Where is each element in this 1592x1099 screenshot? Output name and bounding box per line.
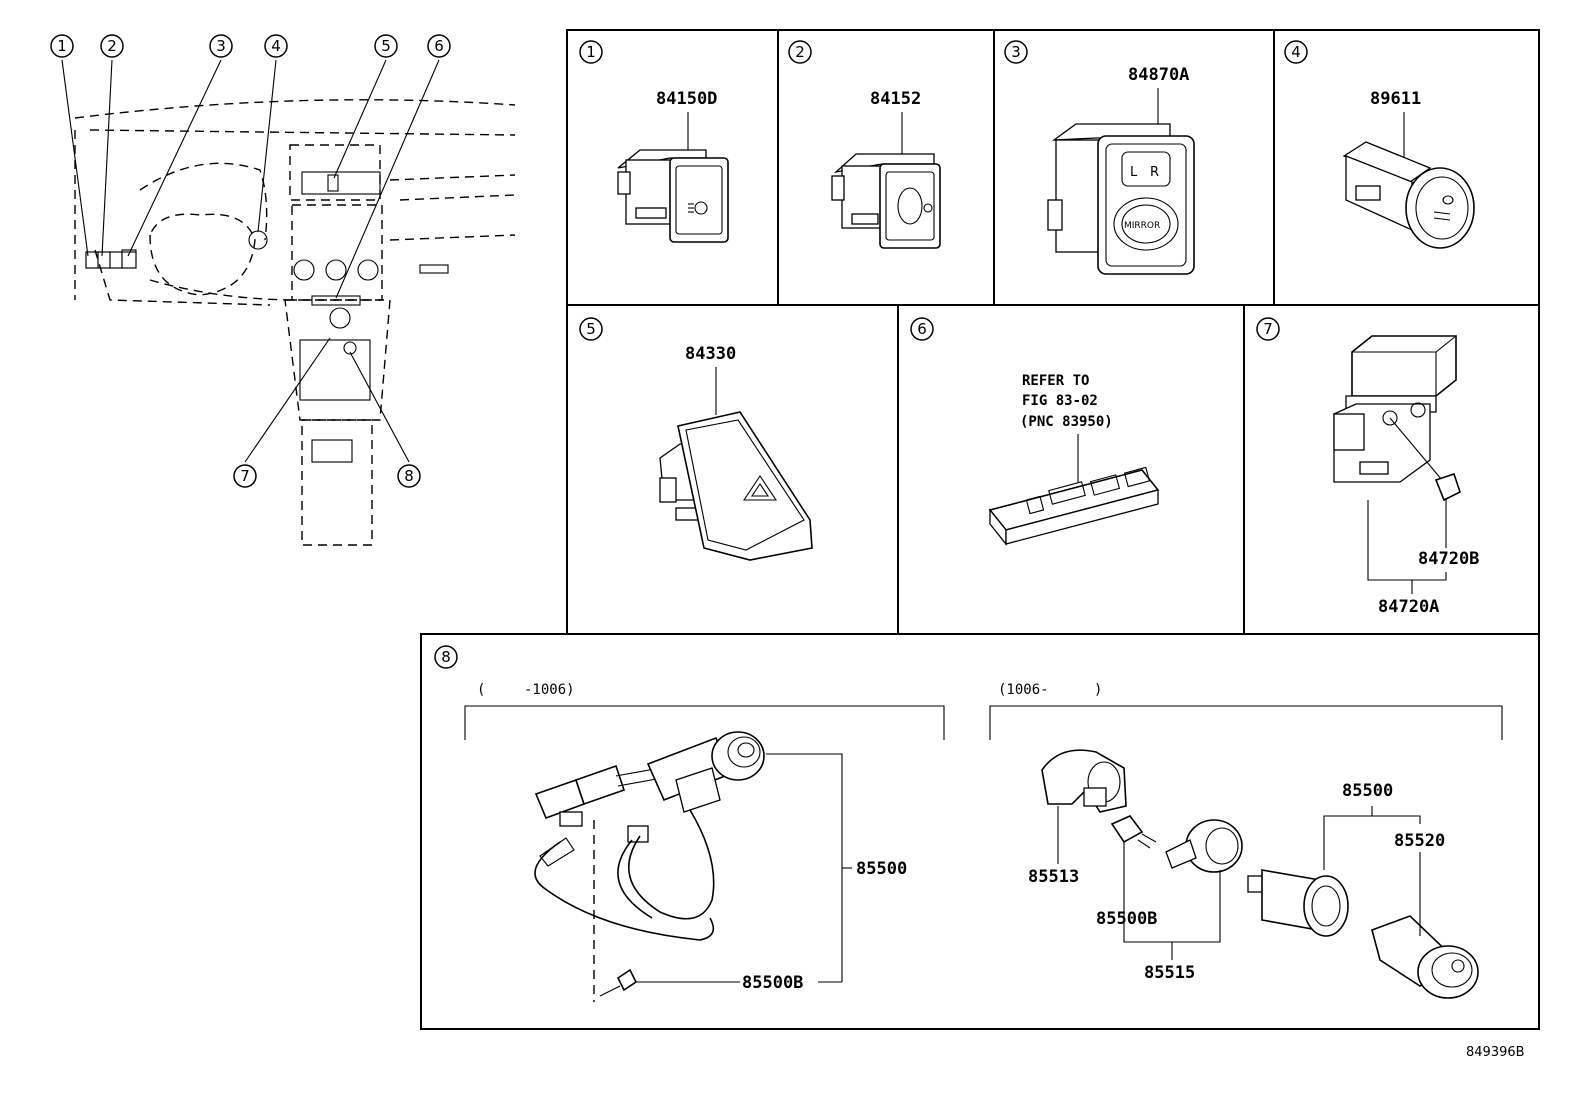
svg-text:3: 3	[1011, 43, 1021, 61]
svg-text:5: 5	[586, 320, 596, 338]
svg-text:4: 4	[1291, 43, 1301, 61]
mirror-switch-icon: L R MIRROR	[1047, 123, 1195, 275]
overview-callout-8: 8	[397, 464, 421, 488]
svg-text:L: L	[1130, 165, 1138, 180]
dial-switch-icon	[831, 153, 941, 249]
dashboard-overview	[74, 99, 516, 546]
part-number-85500-left: 85500	[856, 859, 907, 879]
part-number-85500B-left: 85500B	[742, 973, 803, 993]
svg-text:1: 1	[57, 37, 67, 55]
svg-text:MIRROR: MIRROR	[1124, 221, 1160, 231]
panel-3: 3 84870A L R MIRROR	[1004, 40, 1195, 275]
part-number-89611: 89611	[1370, 89, 1421, 109]
part-number-85500-right: 85500	[1342, 781, 1393, 801]
overview-callout-6: 6	[427, 34, 451, 58]
refer-to-line1: REFER TO	[1022, 373, 1089, 389]
svg-text:2: 2	[107, 37, 117, 55]
part-number-85500B-right: 85500B	[1096, 909, 1157, 929]
part-number-84150D: 84150D	[656, 89, 717, 109]
overview-callout-7: 7	[233, 464, 257, 488]
diagram-code: 849396B	[1466, 1045, 1525, 1060]
svg-text:6: 6	[917, 320, 927, 338]
svg-text:1: 1	[586, 43, 596, 61]
right-range-close: )	[1094, 682, 1102, 698]
overview-callout-5: 5	[374, 34, 398, 58]
panel-8: 8 ( -1006) (1006- )	[434, 645, 1503, 1002]
panel-1: 1 84150D	[579, 40, 729, 243]
control-panel-switch-icon	[988, 466, 1160, 546]
left-range-close: -1006)	[524, 682, 575, 698]
hazard-switch-icon	[659, 411, 813, 561]
push-start-button-icon	[1342, 141, 1475, 249]
overview-leaders	[61, 59, 440, 463]
bulb-85500B-icon	[1110, 815, 1157, 849]
right-range-open: (1006-	[998, 682, 1049, 698]
panel-6: 6 REFER TO FIG 83-02 (PNC 83950)	[910, 317, 1160, 546]
left-range-open: (	[477, 682, 485, 698]
cigarette-lighter-assembly-icon	[534, 731, 765, 1002]
panel-grid	[420, 29, 1540, 1030]
part-number-84870A: 84870A	[1128, 65, 1189, 85]
overview-callout-3: 3	[209, 34, 233, 58]
ring-85515-icon	[1165, 819, 1243, 873]
panel-2: 2 84152	[788, 40, 941, 249]
svg-text:7: 7	[1263, 320, 1273, 338]
overview-callout-4: 4	[264, 34, 288, 58]
part-number-84720B: 84720B	[1418, 549, 1479, 569]
refer-to-line3: (PNC 83950)	[1020, 414, 1113, 430]
svg-text:2: 2	[795, 43, 805, 61]
panel-5: 5 84330	[579, 317, 813, 561]
svg-text:8: 8	[441, 648, 451, 666]
overview-callout-2: 2	[100, 34, 124, 58]
part-number-85520: 85520	[1394, 831, 1445, 851]
part-number-85513: 85513	[1028, 867, 1079, 887]
refer-to-line2: FIG 83-02	[1022, 393, 1098, 409]
overview-callout-1: 1	[50, 34, 74, 58]
part-number-84152: 84152	[870, 89, 921, 109]
svg-text:7: 7	[240, 467, 250, 485]
lighter-plug-85520-icon	[1371, 915, 1479, 999]
svg-text:8: 8	[404, 467, 414, 485]
lighter-body-icon	[1247, 869, 1349, 937]
svg-text:4: 4	[271, 37, 281, 55]
svg-text:6: 6	[434, 37, 444, 55]
panel-7: 7 84720B 84720A	[1256, 317, 1479, 617]
svg-text:R: R	[1150, 165, 1159, 180]
socket-85513-icon	[1041, 749, 1127, 813]
panel-4: 4 89611	[1284, 40, 1475, 249]
eco-switch-icon	[1333, 335, 1461, 508]
part-number-85515: 85515	[1144, 963, 1195, 983]
svg-text:3: 3	[216, 37, 226, 55]
svg-text:5: 5	[381, 37, 391, 55]
part-number-84330: 84330	[685, 344, 736, 364]
fog-lamp-switch-icon	[617, 149, 729, 243]
part-number-84720A: 84720A	[1378, 597, 1439, 617]
